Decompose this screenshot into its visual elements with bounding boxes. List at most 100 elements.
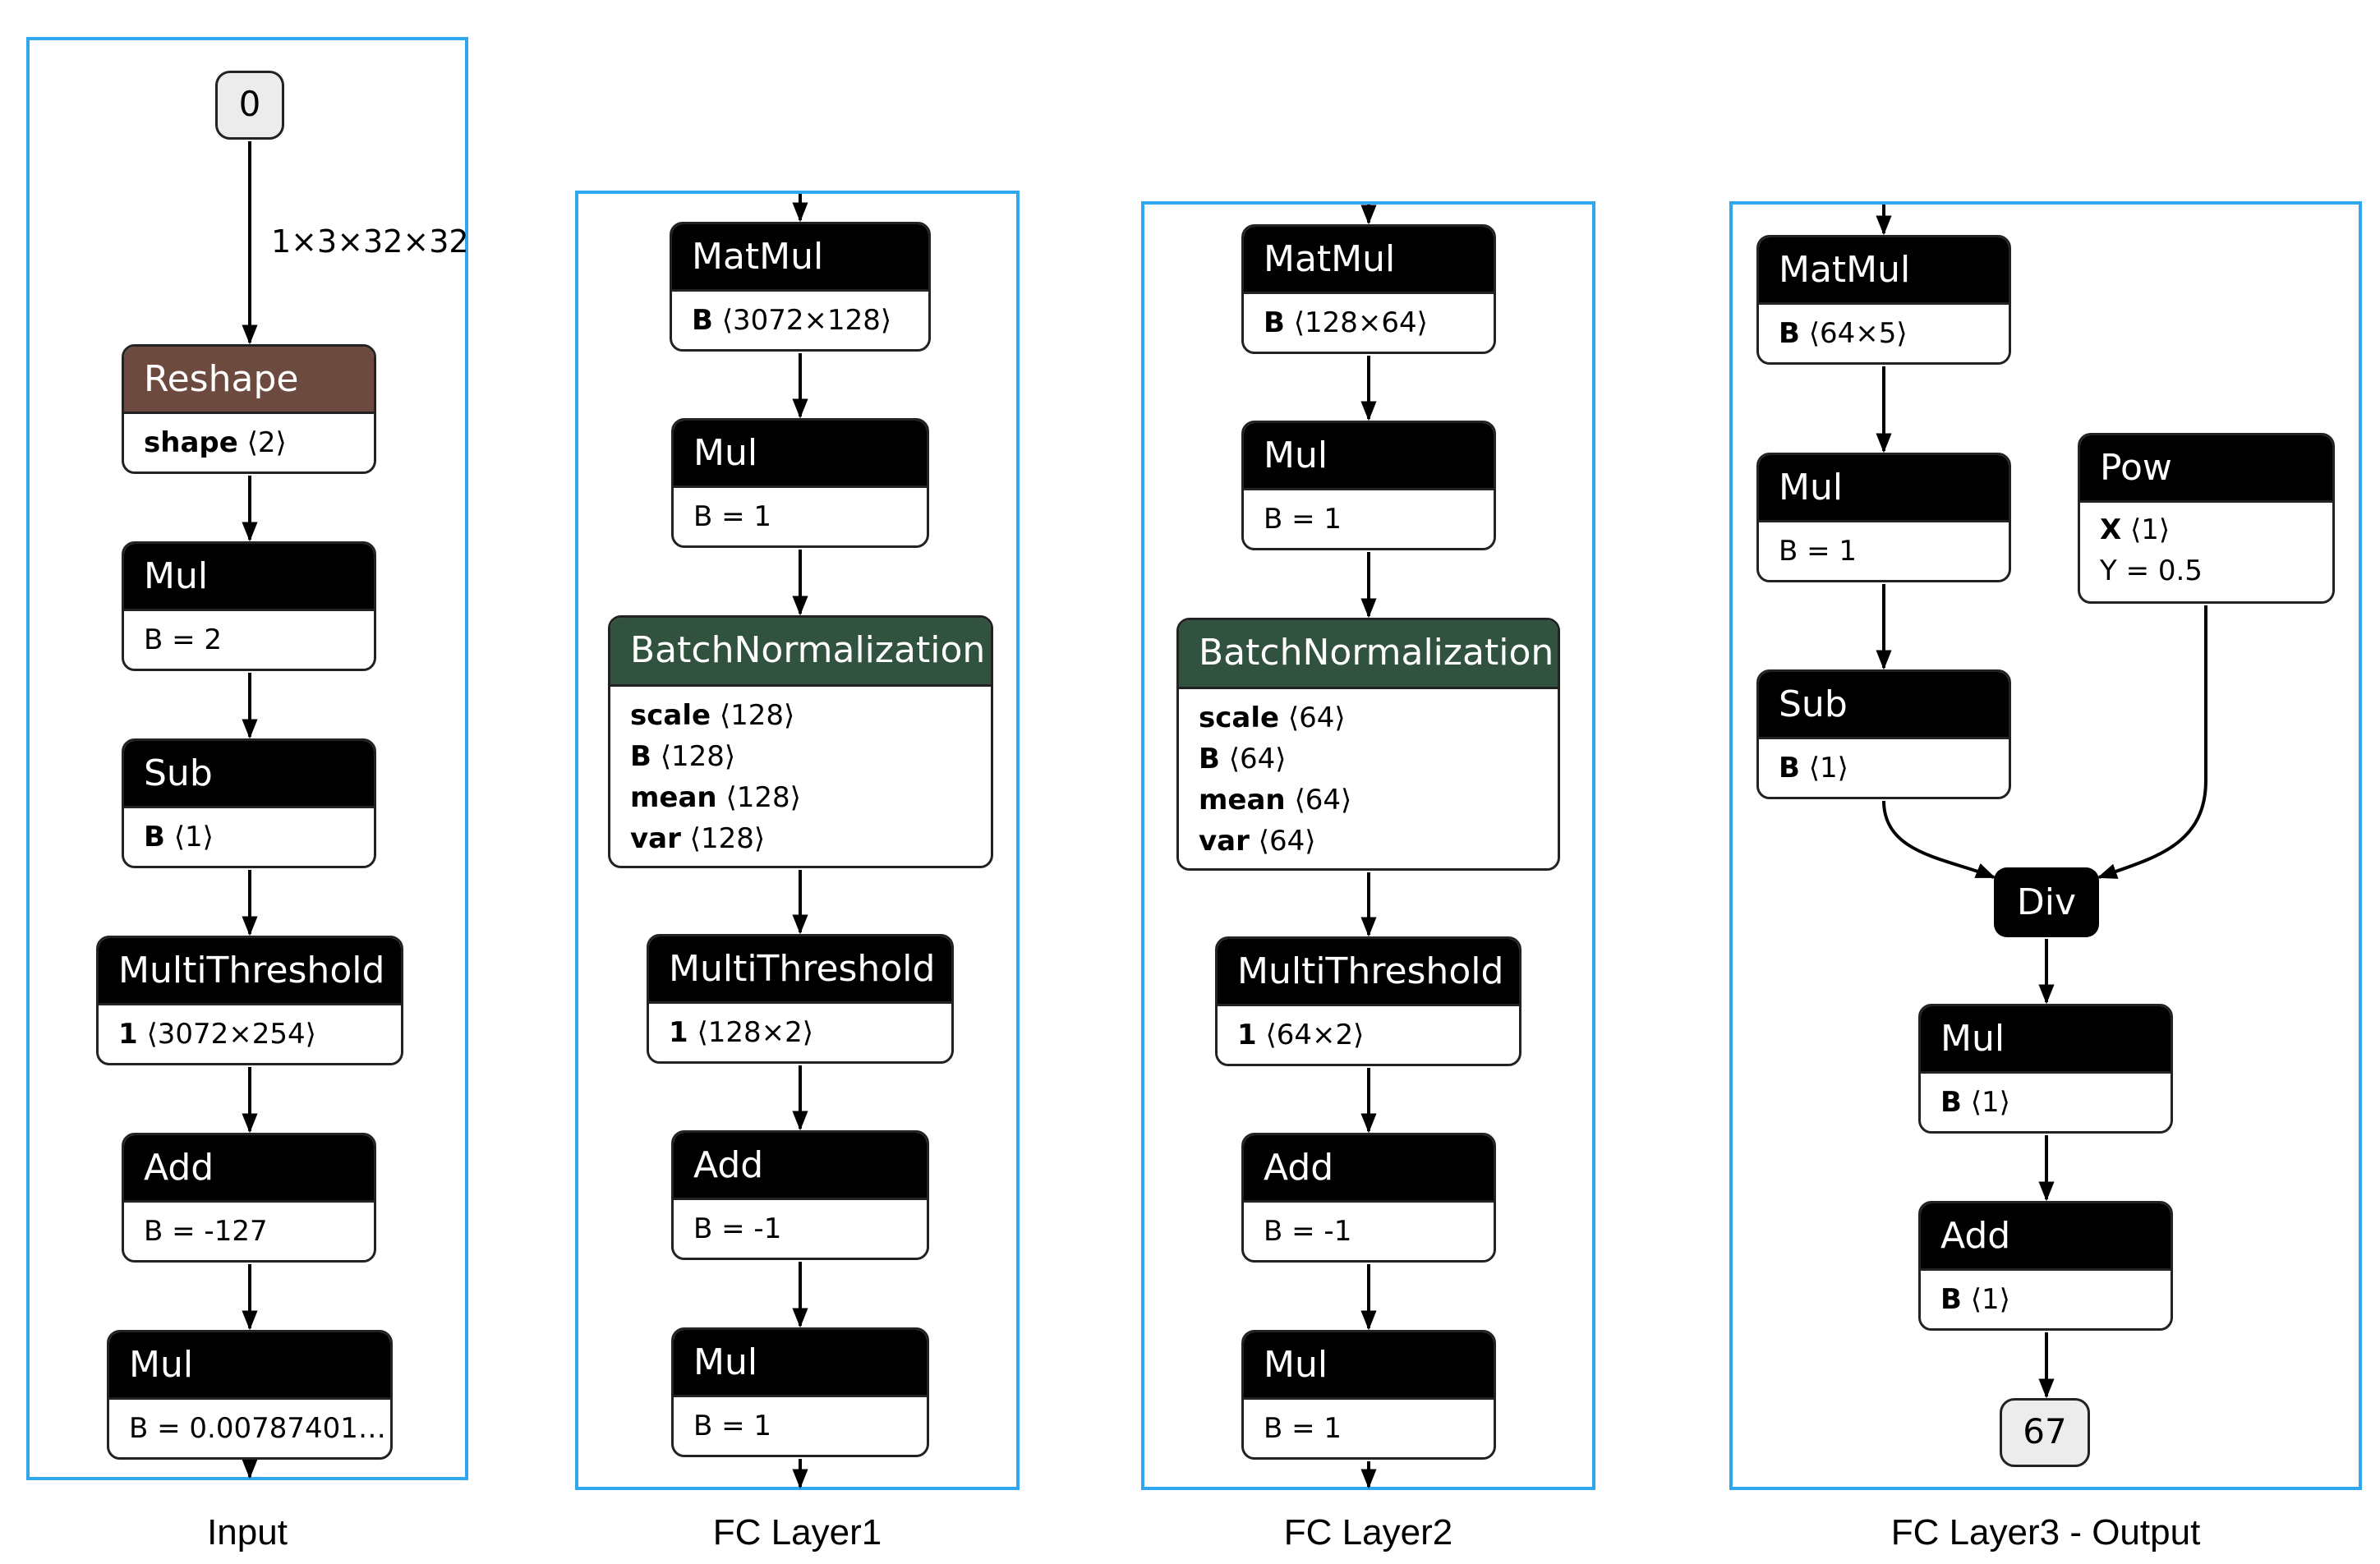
attr-val: ⟨64⟩ — [1285, 784, 1352, 816]
node-multithreshold-header: MultiThreshold — [99, 938, 401, 1005]
attr-val: B = 0.00787401… — [129, 1412, 386, 1445]
node-add[interactable]: Add B = -1 — [671, 1130, 929, 1260]
node-batchnormalization[interactable]: BatchNormalization scale ⟨64⟩ B ⟨64⟩ mea… — [1176, 618, 1560, 871]
node-add-header: Add — [1921, 1203, 2171, 1271]
attr-key: B — [1779, 752, 1800, 784]
node-pow[interactable]: Pow X ⟨1⟩ Y = 0.5 — [2078, 433, 2335, 604]
attr-val: ⟨128⟩ — [711, 699, 795, 732]
node-reshape[interactable]: Reshape shape ⟨2⟩ — [122, 344, 376, 474]
node-mul-header: Mul — [109, 1332, 390, 1400]
attr-val: ⟨1⟩ — [1961, 1283, 2010, 1316]
node-sub-header: Sub — [124, 741, 374, 808]
attr-key: X — [2100, 513, 2122, 546]
node-mul-header: Mul — [1759, 455, 2009, 522]
attr-val: B = 1 — [693, 1410, 772, 1442]
node-add[interactable]: Add B = -127 — [122, 1133, 376, 1263]
node-pow-body: X ⟨1⟩ Y = 0.5 — [2080, 503, 2332, 591]
node-add[interactable]: Add B ⟨1⟩ — [1918, 1201, 2173, 1331]
attr-key: scale — [630, 699, 711, 732]
attr-val: B = 1 — [1264, 1412, 1342, 1445]
attr-val: Y = 0.5 — [2100, 554, 2203, 587]
node-div[interactable]: Div — [1994, 867, 2099, 937]
caption-fc-layer3-output: FC Layer3 - Output — [1890, 1512, 2201, 1552]
attr-key: B — [1940, 1086, 1962, 1119]
node-multithreshold[interactable]: MultiThreshold 1 ⟨3072×254⟩ — [96, 936, 403, 1065]
caption-input: Input — [207, 1512, 288, 1552]
attr-key: scale — [1199, 702, 1280, 734]
node-matmul-header: MatMul — [1759, 237, 2009, 305]
attr-key: var — [1199, 825, 1250, 858]
attr-val: ⟨128⟩ — [651, 740, 736, 773]
node-batchnormalization-body: scale ⟨64⟩ B ⟨64⟩ mean ⟨64⟩ var ⟨64⟩ — [1179, 689, 1558, 862]
edge-arrow — [2097, 605, 2207, 879]
node-multithreshold-body: 1 ⟨3072×254⟩ — [99, 1005, 401, 1063]
node-mul[interactable]: Mul B = 1 — [1241, 1330, 1496, 1460]
input-terminal[interactable]: 0 — [215, 71, 284, 140]
node-mul[interactable]: Mul B = 1 — [671, 1327, 929, 1457]
node-matmul-header: MatMul — [1244, 227, 1494, 294]
node-mul[interactable]: Mul B = 1 — [671, 418, 929, 548]
node-matmul-body: B ⟨3072×128⟩ — [672, 292, 928, 349]
node-mul[interactable]: Mul B = 0.00787401… — [107, 1330, 393, 1460]
node-mul-body: B = 1 — [1759, 522, 2009, 580]
output-terminal[interactable]: 67 — [2000, 1398, 2090, 1467]
node-matmul[interactable]: MatMul B ⟨64×5⟩ — [1756, 235, 2011, 365]
node-matmul-header: MatMul — [672, 224, 928, 292]
node-sub[interactable]: Sub B ⟨1⟩ — [1756, 669, 2011, 799]
node-mul-body: B ⟨1⟩ — [1921, 1074, 2171, 1131]
node-add-body: B = -127 — [124, 1203, 374, 1260]
node-mul-body: B = 1 — [1244, 490, 1494, 548]
attr-val: B = 2 — [144, 623, 223, 656]
node-add-header: Add — [674, 1133, 927, 1200]
node-matmul-body: B ⟨64×5⟩ — [1759, 305, 2009, 362]
node-mul[interactable]: Mul B = 1 — [1241, 421, 1496, 550]
attr-val: ⟨64×5⟩ — [1799, 317, 1908, 350]
node-mul-body: B = 1 — [674, 1397, 927, 1455]
attr-val: ⟨64⟩ — [1219, 743, 1287, 775]
node-reshape-header: Reshape — [124, 347, 374, 414]
node-pow-header: Pow — [2080, 435, 2332, 503]
attr-key: B — [1940, 1283, 1962, 1316]
attr-val: B = 1 — [693, 500, 772, 533]
attr-val: ⟨128⟩ — [680, 822, 766, 855]
attr-key: B — [1199, 743, 1220, 775]
node-sub-header: Sub — [1759, 672, 2009, 739]
node-batchnormalization-body: scale ⟨128⟩ B ⟨128⟩ mean ⟨128⟩ var ⟨128⟩ — [610, 687, 991, 859]
node-mul[interactable]: Mul B = 2 — [122, 541, 376, 671]
edge-arrow — [1882, 800, 1996, 879]
attr-val: ⟨64⟩ — [1249, 825, 1316, 858]
node-matmul[interactable]: MatMul B ⟨128×64⟩ — [1241, 224, 1496, 354]
node-sub[interactable]: Sub B ⟨1⟩ — [122, 738, 376, 868]
node-add-header: Add — [1244, 1135, 1494, 1203]
node-mul-body: B = 0.00787401… — [109, 1400, 390, 1457]
attr-val: ⟨3072×254⟩ — [137, 1018, 316, 1051]
attr-val: ⟨64⟩ — [1279, 702, 1346, 734]
node-add[interactable]: Add B = -1 — [1241, 1133, 1496, 1263]
attr-key: mean — [1199, 784, 1286, 816]
input-shape-label: 1×3×32×32 — [271, 223, 469, 260]
attr-val: ⟨128⟩ — [716, 781, 801, 814]
node-mul-header: Mul — [124, 544, 374, 611]
node-matmul[interactable]: MatMul B ⟨3072×128⟩ — [670, 222, 931, 352]
attr-val: ⟨1⟩ — [164, 821, 214, 853]
node-reshape-body: shape ⟨2⟩ — [124, 414, 374, 472]
node-multithreshold-header: MultiThreshold — [1218, 939, 1519, 1006]
caption-fc-layer1: FC Layer1 — [712, 1512, 882, 1552]
attr-key: mean — [630, 781, 717, 814]
attr-key: 1 — [669, 1016, 688, 1049]
attr-val: ⟨64×2⟩ — [1256, 1019, 1365, 1051]
attr-key: B — [692, 304, 713, 337]
node-mul-header: Mul — [674, 421, 927, 488]
attr-key: shape — [144, 426, 238, 459]
node-mul[interactable]: Mul B = 1 — [1756, 453, 2011, 582]
node-multithreshold[interactable]: MultiThreshold 1 ⟨64×2⟩ — [1215, 936, 1521, 1066]
attr-val: B = -1 — [1264, 1215, 1352, 1248]
node-multithreshold-header: MultiThreshold — [649, 936, 951, 1004]
node-mul[interactable]: Mul B ⟨1⟩ — [1918, 1004, 2173, 1134]
node-multithreshold[interactable]: MultiThreshold 1 ⟨128×2⟩ — [647, 934, 954, 1064]
attr-key: 1 — [118, 1018, 138, 1051]
attr-key: B — [1264, 306, 1285, 339]
node-batchnormalization[interactable]: BatchNormalization scale ⟨128⟩ B ⟨128⟩ m… — [608, 615, 993, 868]
